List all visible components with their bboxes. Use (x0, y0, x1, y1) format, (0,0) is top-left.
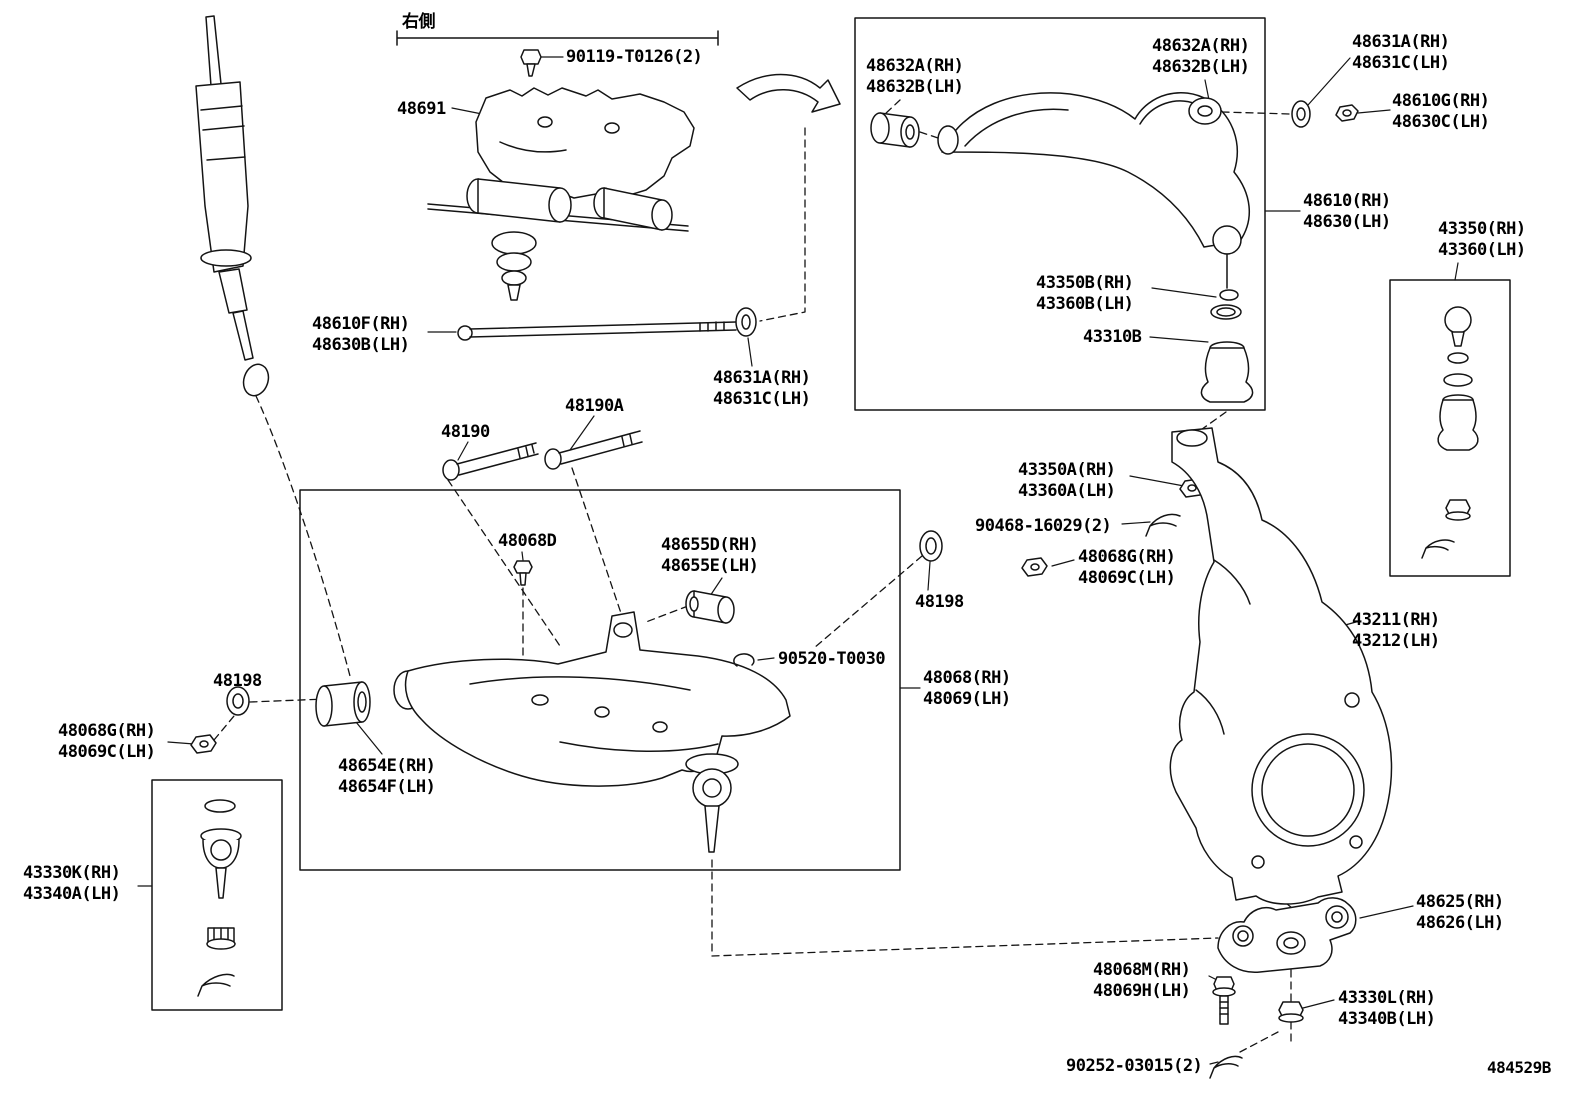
label-90252-03015: 90252-03015(2) (1066, 1056, 1203, 1076)
steering-knuckle-drawing (1169, 427, 1393, 905)
label-48198-right: 48198 (915, 592, 964, 612)
label-48610g: 48610G(RH) (1392, 91, 1490, 111)
label-48190: 48190 (441, 422, 490, 442)
label-43350b: 43350B(RH) (1036, 273, 1134, 293)
label-48654e: 48654E(RH) (338, 756, 436, 776)
label-48068: 48068(RH) (923, 668, 1011, 688)
label-48068m: 48068M(RH) (1093, 960, 1191, 980)
arm-bolts-drawing (442, 430, 643, 481)
label-90468-16029: 90468-16029(2) (975, 516, 1112, 536)
label-48632a-box: 48632A(RH) (866, 56, 964, 76)
label-48632a-top: 48632A(RH) (1152, 36, 1250, 56)
label-48068g-left: 48068G(RH) (58, 721, 156, 741)
label-48632b-box: 48632B(LH) (866, 77, 964, 97)
note-right-side: 右側 (402, 12, 436, 32)
label-48190a: 48190A (565, 396, 624, 416)
assembly-dashed-lines (213, 99, 1293, 1053)
label-48654f: 48654F(LH) (338, 777, 436, 797)
label-48655e: 48655E(LH) (661, 556, 759, 576)
label-48631a-mid: 48631A(RH) (713, 368, 811, 388)
label-48610f: 48610F(RH) (312, 314, 410, 334)
label-43350a: 43350A(RH) (1018, 460, 1116, 480)
label-43340a: 43340A(LH) (23, 884, 121, 904)
label-48069c-right: 48069C(LH) (1078, 568, 1176, 588)
label-48691: 48691 (397, 99, 446, 119)
label-90119-T0126: 90119-T0126(2) (566, 47, 703, 67)
label-48626: 48626(LH) (1416, 913, 1504, 933)
bracket-48691-drawing (427, 87, 695, 301)
left-hardware-drawing (190, 686, 250, 754)
label-43211: 43211(RH) (1352, 610, 1440, 630)
label-90520-T0030: 90520-T0030 (778, 649, 886, 669)
label-48631c-top: 48631C(LH) (1352, 53, 1450, 73)
label-48631c-mid: 48631C(LH) (713, 389, 811, 409)
leader-lines (137, 56, 1459, 1065)
label-48068g-right: 48068G(RH) (1078, 547, 1176, 567)
label-48630: 48630(LH) (1303, 212, 1391, 232)
right-side-bracket (396, 30, 719, 46)
label-48069: 48069(LH) (923, 689, 1011, 709)
label-48198-left: 48198 (213, 671, 262, 691)
shock-absorber-drawing (195, 15, 270, 397)
label-43330k: 43330K(RH) (23, 863, 121, 883)
label-43212: 43212(LH) (1352, 631, 1440, 651)
label-48068d: 48068D (498, 531, 557, 551)
label-48655d: 48655D(RH) (661, 535, 759, 555)
label-43340b: 43340B(LH) (1338, 1009, 1436, 1029)
drawing-code: 484529B (1487, 1058, 1551, 1077)
label-48630c: 48630C(LH) (1392, 112, 1490, 132)
label-48631a-top: 48631A(RH) (1352, 32, 1450, 52)
ball-joint-kit-left-drawing (197, 799, 242, 997)
label-43350: 43350(RH) (1438, 219, 1526, 239)
lower-bracket-drawing (1209, 897, 1357, 1079)
lower-control-arm-drawing (315, 560, 791, 853)
label-48630b: 48630B(LH) (312, 335, 410, 355)
label-43360b: 43360B(LH) (1036, 294, 1134, 314)
label-43330l: 43330L(RH) (1338, 988, 1436, 1008)
label-48069c-left: 48069C(LH) (58, 742, 156, 762)
label-48625: 48625(RH) (1416, 892, 1504, 912)
detail-boxes (151, 17, 1511, 1011)
label-43360: 43360(LH) (1438, 240, 1526, 260)
bolt-90119-icon (520, 49, 542, 77)
camber-shaft-drawing (457, 307, 757, 341)
label-43310b: 43310B (1083, 327, 1142, 347)
ball-joint-kit-right-drawing (1421, 306, 1479, 559)
pointer-arrow (736, 73, 841, 113)
label-48069h: 48069H(LH) (1093, 981, 1191, 1001)
label-48632b-top: 48632B(LH) (1152, 57, 1250, 77)
label-43360a: 43360A(LH) (1018, 481, 1116, 501)
upper-control-arm-drawing (870, 92, 1359, 403)
label-48610: 48610(RH) (1303, 191, 1391, 211)
